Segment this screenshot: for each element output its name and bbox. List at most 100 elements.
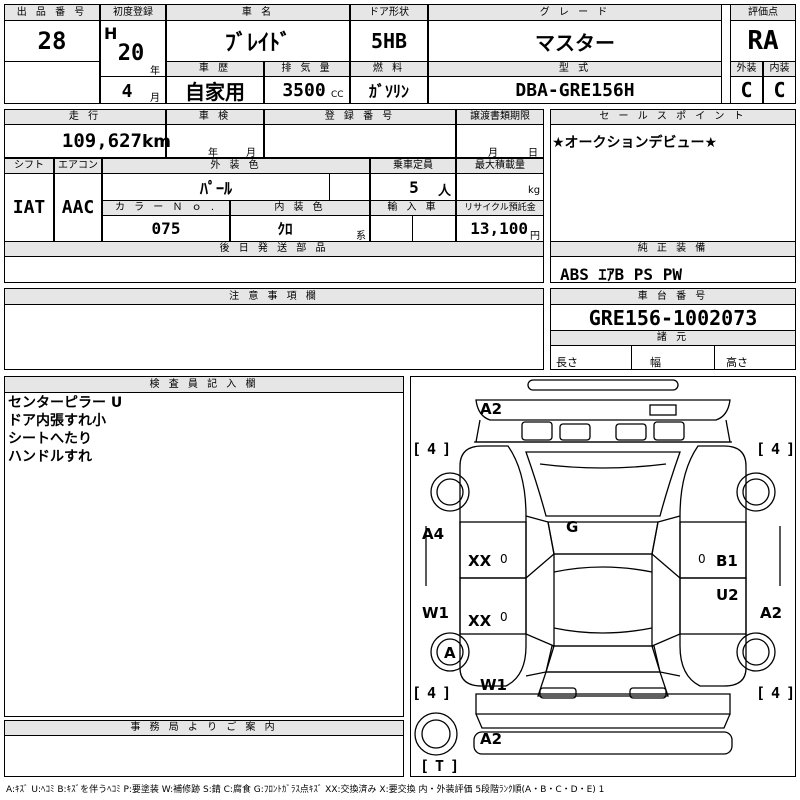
inspector-note-2: ドア内張すれ小 [8, 413, 106, 429]
legend-text: A:ｷｽﾞ U:ﾍｺﾐ B:ｷｽﾞを伴うﾍｺﾐ P:要塗装 W:補修跡 S:錆 … [6, 785, 605, 795]
door-value: 5HB [370, 29, 408, 53]
int-color-value: ｸﾛ [277, 220, 293, 238]
genuine-equip-value: ABS ｴｱB PS PW [560, 265, 682, 284]
caution-cell [4, 304, 544, 370]
lot-no-header: 出 品 番 号 [4, 4, 100, 21]
history-cell [166, 76, 264, 104]
exterior-value: C [740, 78, 753, 102]
first-reg-cell [100, 20, 166, 104]
specs-height [714, 345, 796, 370]
capacity-header: 乗車定員 [370, 158, 456, 174]
damage-b1: B1 [716, 552, 738, 570]
first-reg-divider [100, 76, 166, 77]
displacement-value: 3500 [282, 79, 326, 101]
reg-no-cell [264, 124, 456, 158]
chassis-header: 車 台 番 号 [550, 288, 796, 305]
shift-value: IAT [12, 197, 46, 218]
damage-w1-bottom: W1 [480, 676, 507, 694]
sales-point-value: ★オークションデビュー★ [552, 135, 718, 151]
damage-g: G [566, 518, 579, 536]
lot-no-value: 28 [37, 27, 67, 55]
aircon-header: エアコン [54, 158, 102, 174]
inspector-note-4: ハンドルすれ [8, 449, 92, 465]
history-value: 自家用 [185, 79, 245, 104]
int-color-unit: 系 [356, 231, 366, 242]
office-header: 事 務 局 よ り ご 案 内 [4, 720, 404, 736]
sales-point-header: セ ー ル ス ポ イ ン ト [550, 109, 796, 125]
inspection-year: 年 [208, 148, 218, 159]
damage-w1-left: W1 [422, 604, 449, 622]
ext-color-extra [329, 173, 370, 201]
inspection-header: 車 検 [166, 109, 264, 125]
tire-rear-right: [4] [756, 684, 796, 702]
later-parts-cell [4, 256, 544, 283]
transfer-month: 月 [488, 148, 498, 159]
exterior-cell [730, 76, 763, 104]
displacement-header: 排 気 量 [264, 61, 350, 77]
damage-zero-2: 0 [698, 552, 706, 566]
later-parts-header: 後 日 発 送 部 品 [4, 241, 544, 257]
model-value: DBA-GRE156H [515, 79, 635, 101]
transfer-cell [456, 124, 544, 158]
model-cell [428, 76, 722, 104]
year-unit: 年 [150, 66, 160, 77]
grade-value: マスター [535, 30, 615, 55]
damage-xx-rear: XX [468, 612, 492, 630]
car-name-value: ﾌﾞﾚｲﾄﾞ [224, 31, 291, 56]
import-cell-a [370, 215, 413, 242]
inspection-month: 月 [246, 148, 256, 159]
mileage-value: 109,627 [61, 130, 142, 152]
transfer-day: 日 [528, 148, 538, 159]
damage-front-a2: A2 [480, 400, 503, 418]
damage-a4: A4 [422, 525, 445, 543]
caution-header: 注 意 事 項 欄 [4, 288, 544, 305]
fuel-cell [350, 76, 428, 104]
import-cell-b [412, 215, 456, 242]
era-value: H [104, 24, 118, 43]
displacement-unit: CC [331, 90, 344, 100]
month-value: 4 [121, 80, 133, 102]
exterior-header: 外装 [730, 61, 763, 77]
inspection-cell [166, 124, 264, 158]
color-no-value: 075 [151, 219, 181, 238]
mileage-header: 走 行 [4, 109, 166, 125]
office-cell [4, 735, 404, 777]
year-value: 20 [117, 40, 145, 66]
recycle-header: リサイクル預託金 [456, 200, 544, 216]
recycle-unit: 円 [530, 231, 540, 242]
genuine-equip-cell [550, 256, 796, 283]
door-header: ドア形状 [350, 4, 428, 21]
damage-a2-right: A2 [760, 604, 783, 622]
specs-header: 諸 元 [550, 330, 796, 346]
damage-u2: U2 [716, 586, 739, 604]
inspector-header: 検 査 員 記 入 欄 [4, 376, 404, 393]
inspector-note-3: シートへたり [8, 431, 92, 447]
ext-color-value: ﾊﾟｰﾙ [199, 179, 232, 198]
max-load-unit: kg [528, 185, 541, 196]
damage-zero-1: 0 [500, 552, 508, 566]
tire-front-left: [4] [412, 440, 452, 458]
interior-value: C [773, 78, 786, 102]
genuine-equip-header: 純 正 装 備 [550, 241, 796, 257]
grade-header: グ レ ー ド [428, 4, 722, 21]
inspector-cell [4, 392, 404, 717]
inspector-note-1: センターピラー U [8, 395, 123, 411]
interior-header: 内装 [763, 61, 796, 77]
chassis-value: GRE156-1002073 [588, 305, 758, 330]
tire-rear-left: [4] [412, 684, 452, 702]
lot-no-blank [4, 61, 100, 104]
int-color-header: 内 装 色 [230, 200, 370, 216]
damage-a: A [444, 644, 456, 662]
shift-header: シフト [4, 158, 54, 174]
max-load-header: 最大積載量 [456, 158, 544, 174]
color-no-header: カ ラ ー Ｎ ｏ . [102, 200, 230, 216]
capacity-unit: 人 [438, 184, 452, 199]
recycle-value: 13,100 [470, 219, 528, 238]
mileage-cell [4, 124, 166, 158]
reg-no-header: 登 録 番 号 [264, 109, 456, 125]
model-header: 型 式 [428, 61, 722, 77]
rating-header: 評価点 [730, 4, 796, 21]
car-diagram [414, 379, 781, 756]
displacement-cell [264, 76, 350, 104]
capacity-value: 5 [409, 177, 419, 197]
